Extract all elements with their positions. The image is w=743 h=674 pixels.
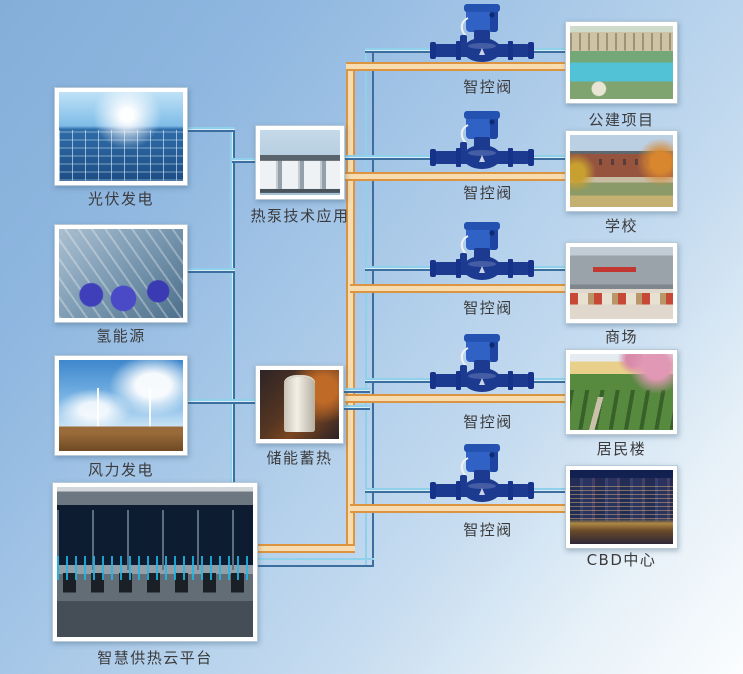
label-valve-5: 智控阀 [463,521,513,539]
label-thermal-storage: 储能蓄热 [266,449,333,467]
pipe-row1-orange [346,62,566,71]
photo-hydrogen-energy [54,224,188,323]
pipe-blue-trunk [365,48,374,566]
photo-cloud-platform [52,482,258,642]
photo-heat-pump [255,125,345,200]
label-cbd-center: CBD中心 [586,551,657,569]
smart-valve-1 [430,3,534,63]
pipe-cloud-orange [258,544,355,553]
mall-image [570,247,673,319]
pipe-row2-orange [345,172,566,181]
smart-valve-4 [430,333,534,393]
label-wind-power: 风力发电 [87,461,154,479]
photo-cbd-center [565,465,678,549]
label-solar-power: 光伏发电 [87,190,154,208]
cloud-platform-image [57,487,253,637]
label-public-project: 公建项目 [588,111,655,129]
hydrogen-energy-image [59,229,183,318]
label-valve-1: 智控阀 [463,78,513,96]
pipe-heatpump-in [232,158,259,163]
photo-thermal-storage [255,365,344,444]
pipe-orange-trunk [346,62,355,552]
pipe-cloud-blue [258,558,374,567]
pipe-solar-out [187,127,235,132]
label-school: 学校 [604,217,638,235]
photo-residential [565,349,678,435]
pipe-storage-stub-bottom [344,405,370,410]
photo-school [565,130,678,212]
thermal-storage-image [260,370,339,439]
public-project-image [570,26,673,99]
label-residential: 居民楼 [596,440,647,458]
label-mall: 商场 [604,328,638,346]
photo-public-project [565,21,678,104]
pipe-hydrogen-out [187,268,235,273]
wind-power-image [59,360,183,451]
label-cloud-platform: 智慧供热云平台 [97,649,213,667]
photo-solar-power [54,87,188,186]
photo-mall [565,242,678,324]
label-valve-2: 智控阀 [463,184,513,202]
label-hydrogen: 氢能源 [96,327,146,345]
pipe-wind-out [186,399,258,404]
label-valve-4: 智控阀 [463,413,513,431]
pipe-storage-stub-top [344,388,370,393]
residential-image [570,354,673,430]
pipe-left-trunk [230,129,235,485]
cbd-center-image [570,470,673,544]
pipe-row5-orange [350,504,566,513]
heat-pump-image [260,130,340,195]
label-heat-pump: 热泵技术应用 [250,207,350,225]
pipe-row3-orange [350,284,566,293]
smart-valve-5 [430,443,534,503]
smart-valve-3 [430,221,534,281]
label-valve-3: 智控阀 [463,299,513,317]
solar-power-image [59,92,183,181]
photo-wind-power [54,355,188,456]
smart-valve-2 [430,110,534,170]
school-image [570,135,673,207]
pipe-row4-orange [345,394,566,403]
